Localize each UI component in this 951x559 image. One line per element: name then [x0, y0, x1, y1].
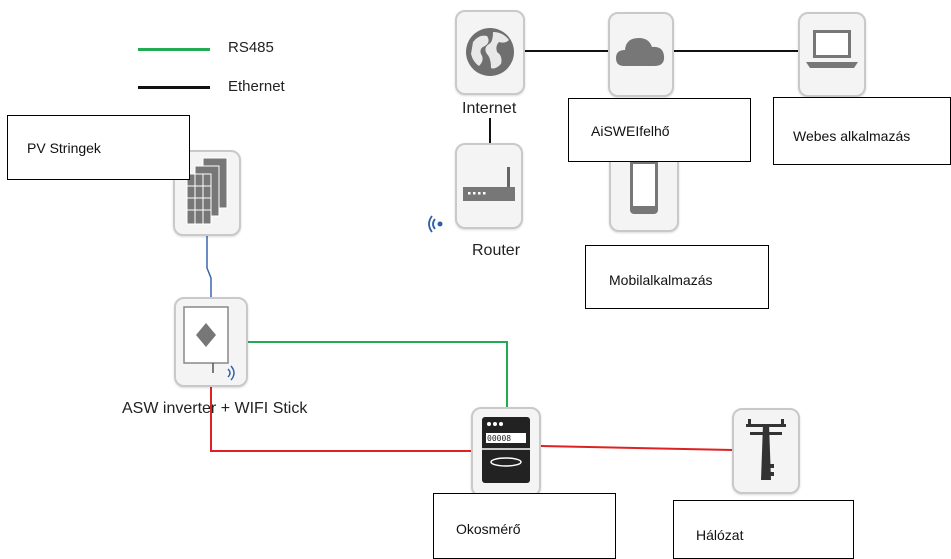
laptop-icon [806, 30, 858, 68]
dc-line-pv-inverter [206, 236, 212, 298]
legend-label-ethernet: Ethernet [228, 78, 285, 95]
power-pole-icon [746, 419, 786, 480]
cloud-node [608, 12, 674, 97]
power-line-inverter-meter [210, 386, 472, 452]
rs485-line-inverter-meter [247, 341, 508, 408]
smart-meter-box: Okosmérő [433, 493, 616, 559]
wifi-signal-icon [428, 215, 443, 233]
laptop-node [798, 12, 866, 97]
grid-label: Hálózat [696, 527, 744, 543]
router-icon [463, 167, 515, 201]
web-app-label: Webes alkalmazás [793, 128, 911, 144]
power-line-meter-grid [540, 445, 734, 451]
globe-icon [466, 28, 514, 76]
power-pole-node [732, 408, 800, 494]
cloud-icon [616, 38, 665, 66]
smart-meter-node: 00008 [471, 407, 541, 497]
smart-meter-icon: 00008 [482, 417, 530, 483]
router-label: Router [472, 242, 521, 259]
smartphone-icon [630, 158, 658, 214]
svg-text:00008: 00008 [487, 434, 511, 443]
pv-panel-node [173, 150, 241, 236]
legend-line-ethernet [138, 86, 210, 89]
web-app-box: Webes alkalmazás [773, 97, 951, 165]
smart-meter-label: Okosmérő [456, 521, 521, 537]
mobile-app-box: Mobilalkalmazás [585, 245, 769, 309]
internet-node [455, 10, 525, 95]
cloud-box: AiSWEIfelhő [568, 98, 751, 162]
mobile-app-label: Mobilalkalmazás [609, 272, 713, 288]
solar-panel-icon [186, 157, 228, 225]
grid-box: Hálózat [673, 500, 854, 559]
internet-label: Internet [462, 100, 517, 117]
cloud-label: AiSWEIfelhő [591, 123, 670, 139]
legend-label-rs485: RS485 [228, 39, 274, 56]
inverter-icon [183, 306, 235, 381]
pv-strings-label: PV Stringek [27, 140, 101, 156]
router-node [455, 143, 523, 229]
inverter-label: ASW inverter + WIFI Stick [122, 400, 308, 417]
inverter-node [174, 297, 248, 387]
legend-line-rs485 [138, 48, 210, 51]
pv-strings-box: PV Stringek [7, 115, 190, 180]
